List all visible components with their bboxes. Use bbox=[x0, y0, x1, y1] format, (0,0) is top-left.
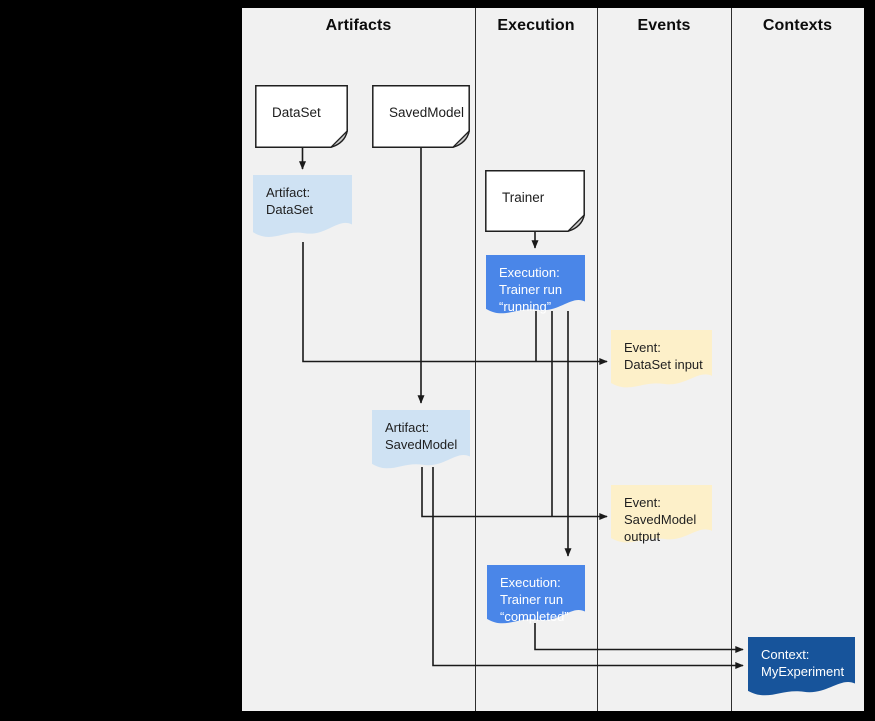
node-label: Event: SavedModel output bbox=[624, 495, 697, 544]
node-label: Execution: Trainer run “running” bbox=[499, 265, 563, 314]
column-header-execution: Execution bbox=[497, 17, 575, 34]
document-shape bbox=[372, 410, 470, 469]
column-divider-artifacts-execution bbox=[475, 8, 476, 711]
document-shape bbox=[611, 330, 712, 388]
document-shape bbox=[253, 175, 352, 237]
node-label: Trainer bbox=[502, 189, 545, 205]
column-header-events: Events bbox=[637, 17, 691, 34]
node-event-dataset-input: Event: DataSet input bbox=[611, 330, 712, 393]
node-label: Event: DataSet input bbox=[624, 340, 703, 372]
node-savedmodel: SavedModel bbox=[372, 85, 470, 148]
node-label: SavedModel bbox=[389, 105, 465, 120]
column-header-artifacts: Artifacts bbox=[325, 17, 392, 34]
node-label: DataSet bbox=[272, 105, 321, 120]
node-event-savedmodel-output: Event: SavedModel output bbox=[611, 485, 712, 548]
node-execution-running: Execution: Trainer run “running” bbox=[486, 255, 585, 319]
document-shape bbox=[748, 637, 855, 696]
node-label: Artifact: SavedModel bbox=[385, 420, 458, 452]
node-context-myexperiment: Context: MyExperiment bbox=[748, 637, 855, 701]
column-header-contexts: Contexts bbox=[762, 17, 833, 34]
folded-page-shape bbox=[255, 85, 348, 148]
node-execution-completed: Execution: Trainer run “completed” bbox=[487, 565, 585, 629]
column-divider-execution-events bbox=[597, 8, 598, 711]
node-trainer: Trainer bbox=[485, 170, 585, 232]
node-artifact-savedmodel: Artifact: SavedModel bbox=[372, 410, 470, 474]
folded-page-shape bbox=[485, 170, 585, 232]
column-divider-events-contexts bbox=[731, 8, 732, 711]
folded-page-shape bbox=[372, 85, 470, 148]
node-artifact-dataset: Artifact: DataSet bbox=[253, 175, 352, 243]
node-dataset: DataSet bbox=[255, 85, 348, 148]
node-label: Context: MyExperiment bbox=[761, 647, 845, 679]
node-label: Execution: Trainer run “completed” bbox=[500, 575, 569, 624]
node-label: Artifact: DataSet bbox=[266, 185, 313, 217]
